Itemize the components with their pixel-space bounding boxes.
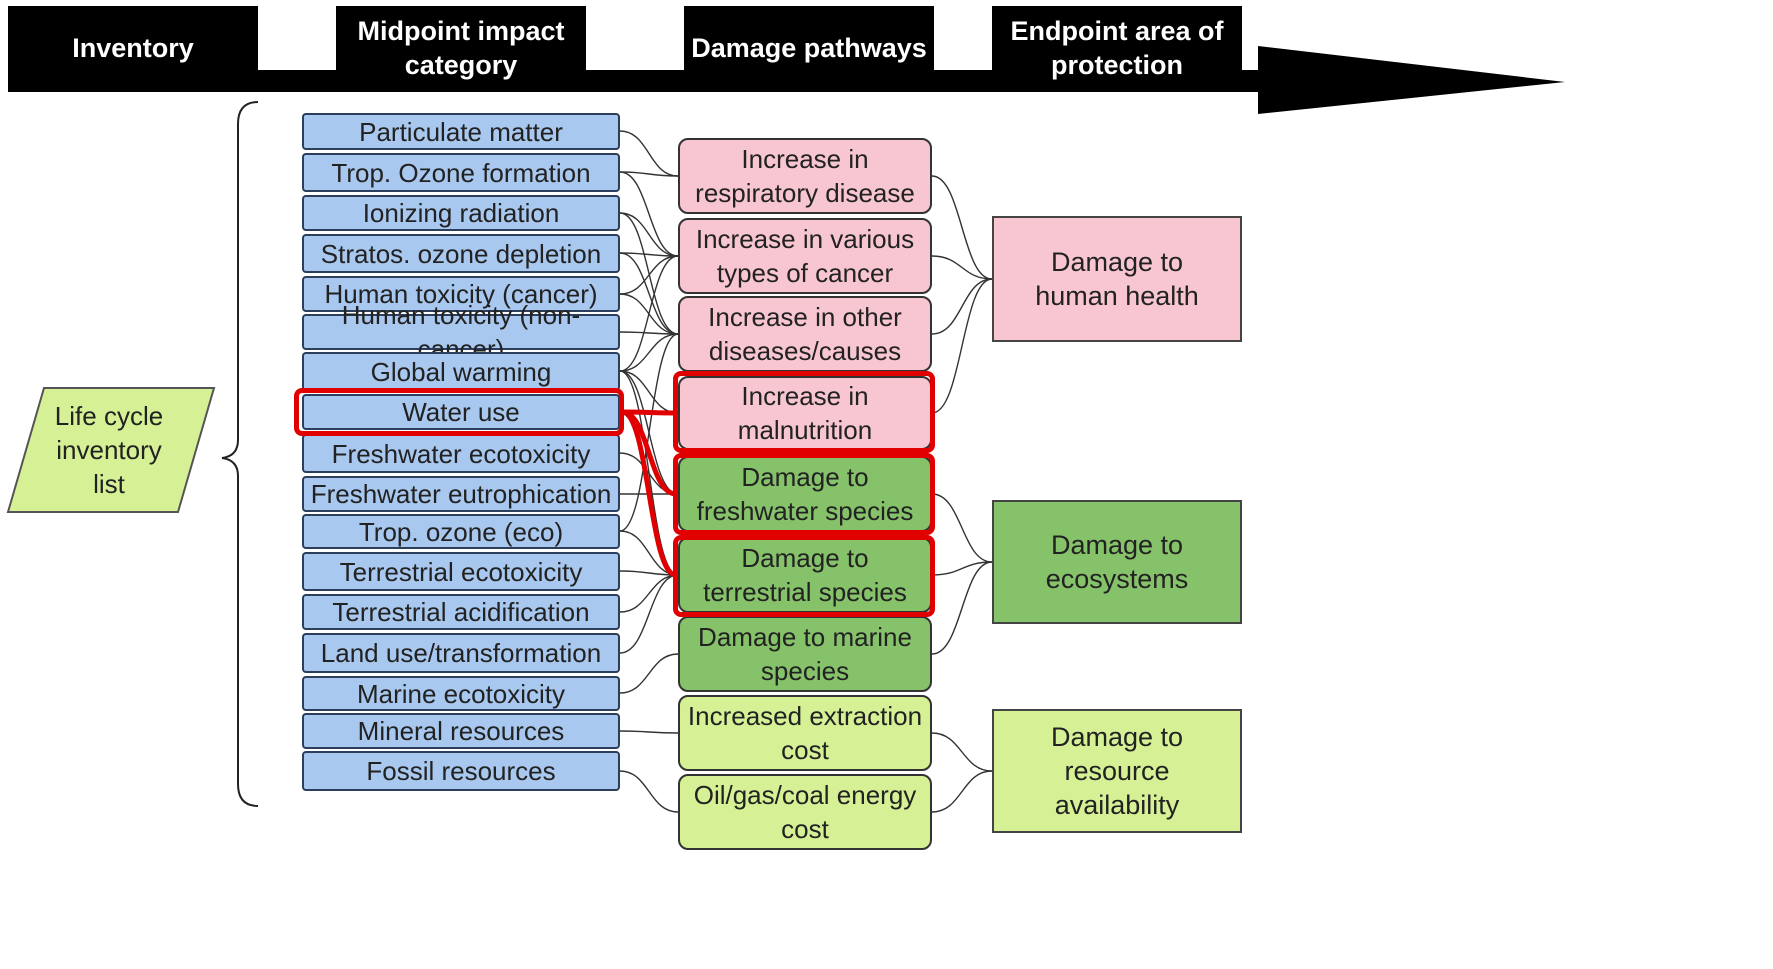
highlight-malnutrition [673, 371, 935, 453]
pathway-endpoint-link [931, 278, 993, 335]
midpoint-fossil-resources: Fossil resources [302, 751, 620, 791]
midpoint-trop-ozone-formation: Trop. Ozone formation [302, 153, 620, 192]
highlight-terrestrial-species [673, 535, 935, 617]
midpoint-pathway-link [619, 730, 679, 734]
pathway-malnutrition: Increase in malnutrition [678, 376, 932, 450]
endpoint-ecosystems: Damage to ecosystems [992, 500, 1242, 624]
pathway-energy-cost: Oil/gas/coal energy cost [678, 774, 932, 850]
midpoint-global-warming: Global warming [302, 352, 620, 391]
pathway-respiratory-disease: Increase in respiratory disease [678, 138, 932, 214]
pathway-endpoint-link [931, 561, 993, 576]
pathway-cancer: Increase in various types of cancer [678, 218, 932, 294]
curly-brace [221, 101, 259, 807]
midpoint-marine-ecotoxicity: Marine ecotoxicity [302, 676, 620, 711]
midpoint-pathway-link [619, 255, 679, 295]
midpoint-trop-ozone-eco: Trop. ozone (eco) [302, 514, 620, 549]
midpoint-freshwater-eutrophication: Freshwater eutrophication [302, 476, 620, 512]
midpoint-pathway-link [619, 130, 679, 177]
midpoint-pathway-link [619, 770, 679, 813]
header-damage-pathways: Damage pathways [691, 33, 927, 63]
midpoint-water-use: Water use [302, 394, 620, 430]
midpoint-pathway-link [619, 212, 679, 335]
midpoint-human-toxicity-non-cancer: Human toxicity (non-cancer) [302, 300, 620, 364]
midpoint-pathway-link [619, 252, 679, 335]
endpoint-human-health: Damage to human health [992, 216, 1242, 342]
pathway-extraction-cost: Increased extraction cost [678, 695, 932, 771]
midpoint-pathway-link [619, 171, 679, 257]
header-inventory: Inventory [72, 33, 194, 63]
pathway-freshwater-species: Damage to freshwater species [678, 456, 932, 532]
pathway-endpoint-link [931, 561, 993, 655]
pathway-endpoint-link [931, 278, 993, 414]
midpoint-pathway-link [619, 171, 679, 177]
inventory-list-label: Life cycle inventory list [54, 401, 164, 499]
pathway-endpoint-link [931, 770, 993, 813]
highlight-freshwater-species [673, 453, 935, 535]
pathway-endpoint-link [931, 175, 993, 280]
header-endpoint: Endpoint area of protection [1010, 16, 1224, 80]
midpoint-stratos-ozone-depletion: Stratos. ozone depletion [302, 234, 620, 273]
pathway-endpoint-link [931, 732, 993, 772]
pathway-endpoint-link [931, 493, 993, 563]
midpoint-pathway-link [619, 252, 679, 257]
midpoint-terrestrial-acidification: Terrestrial acidification [302, 594, 620, 630]
endpoint-resource-availability: Damage to resource availability [992, 709, 1242, 833]
midpoint-ionizing-radiation: Ionizing radiation [302, 195, 620, 231]
midpoint-freshwater-ecotoxicity: Freshwater ecotoxicity [302, 434, 620, 473]
midpoint-particulate-matter: Particulate matter [302, 113, 620, 150]
midpoint-terrestrial-ecotoxicity: Terrestrial ecotoxicity [302, 552, 620, 591]
water-use-link [621, 409, 677, 578]
inventory-parallelogram [6, 387, 216, 513]
midpoint-pathway-link [619, 293, 679, 335]
midpoint-pathway-link [619, 574, 679, 654]
midpoint-pathway-link [619, 653, 679, 694]
midpoint-pathway-link [619, 333, 679, 532]
midpoint-human-toxicity-cancer: Human toxicity (cancer) [302, 276, 620, 312]
midpoint-pathway-link [619, 333, 679, 372]
pathway-other-diseases: Increase in other diseases/causes [678, 296, 932, 372]
highlight-water-use [294, 388, 624, 436]
arrow-head [1258, 46, 1565, 114]
header-midpoint: Midpoint impact category [357, 16, 565, 80]
midpoint-land-use: Land use/transformation [302, 633, 620, 673]
pathway-endpoint-link [931, 255, 993, 280]
midpoint-pathway-link [619, 574, 679, 613]
pathway-terrestrial-species: Damage to terrestrial species [678, 537, 932, 613]
midpoint-mineral-resources: Mineral resources [302, 713, 620, 749]
midpoint-pathway-link [619, 212, 679, 257]
pathway-marine-species: Damage to marine species [678, 616, 932, 692]
